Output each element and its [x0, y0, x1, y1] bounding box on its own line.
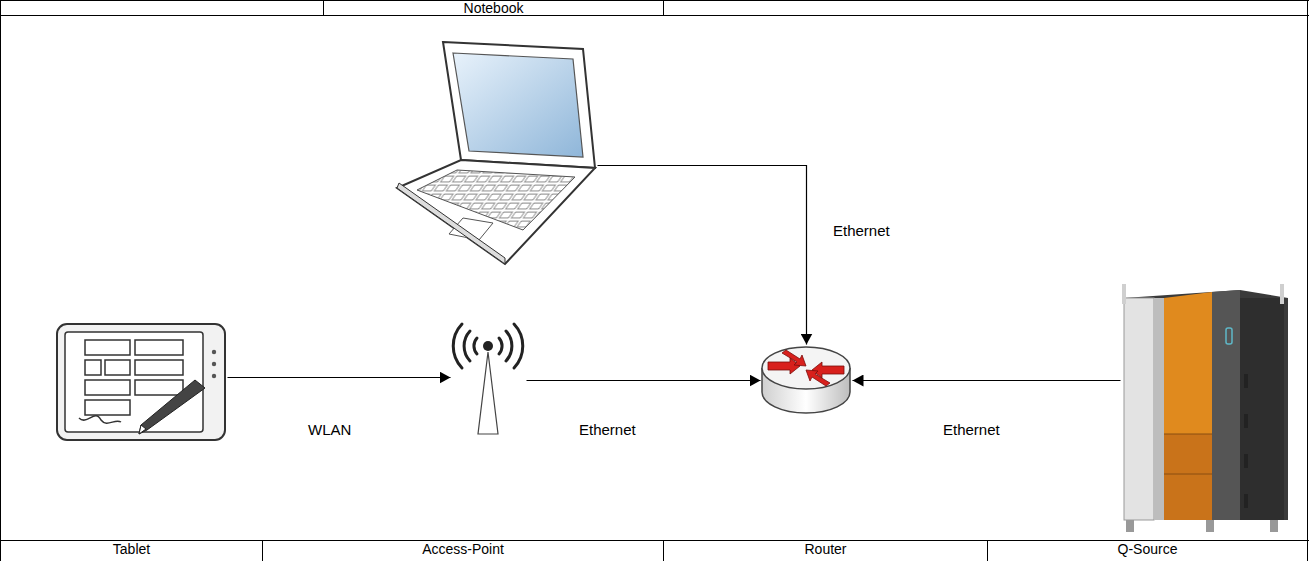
network-link — [228, 377, 451, 378]
device-name: Tablet — [1, 541, 262, 557]
device-icon — [55, 322, 227, 442]
notebook-device: Notebook — [395, 40, 597, 266]
access-point-device: Access-Point — [450, 318, 526, 436]
link-label: WLAN — [305, 421, 354, 439]
device-icon — [1120, 284, 1292, 536]
q-source-device: Q-Source — [1120, 284, 1292, 536]
link-label: Ethernet — [830, 222, 893, 240]
router-device: Router — [760, 344, 852, 416]
link-label: Ethernet — [940, 421, 1003, 439]
network-link — [527, 380, 761, 381]
network-link — [598, 166, 807, 345]
network-link — [853, 380, 1121, 381]
device-icon — [760, 344, 852, 416]
device-name: Access-Point — [263, 541, 663, 557]
device-icon — [395, 40, 597, 266]
link-label: Ethernet — [576, 421, 639, 439]
device-name: Notebook — [324, 0, 663, 16]
device-icon — [450, 318, 526, 436]
device-name: Router — [664, 541, 987, 557]
device-name: Q-Source — [988, 541, 1307, 557]
tablet-device: Tablet — [55, 322, 227, 442]
